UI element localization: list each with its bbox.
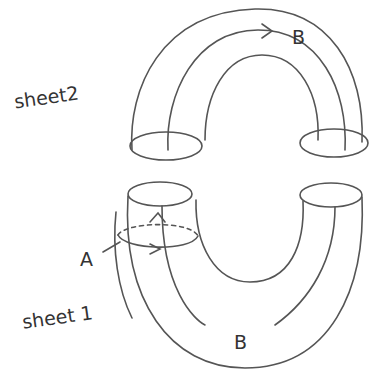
section-back [118, 225, 198, 236]
arrow-head [150, 244, 160, 254]
front-tube [115, 212, 132, 318]
cut-ellipse [300, 183, 362, 207]
inner-arch [205, 55, 318, 140]
region-label: B [292, 28, 305, 47]
outer-u [127, 196, 362, 368]
core-u [162, 206, 205, 325]
leader-line [103, 242, 120, 252]
arrow-head [262, 24, 272, 38]
section-label: A [80, 250, 93, 269]
sheet-label: sheet 1 [21, 303, 94, 332]
cut-ellipse [130, 132, 202, 160]
cut-ellipse [128, 182, 192, 206]
section-front [118, 235, 198, 247]
cut-ellipse [300, 129, 368, 157]
inner-u [196, 200, 303, 282]
sheet-label: sheet2 [13, 84, 80, 112]
region-label: B [234, 333, 247, 352]
core-arch [168, 30, 345, 150]
arrow-head [150, 213, 165, 222]
core-u [275, 207, 335, 325]
